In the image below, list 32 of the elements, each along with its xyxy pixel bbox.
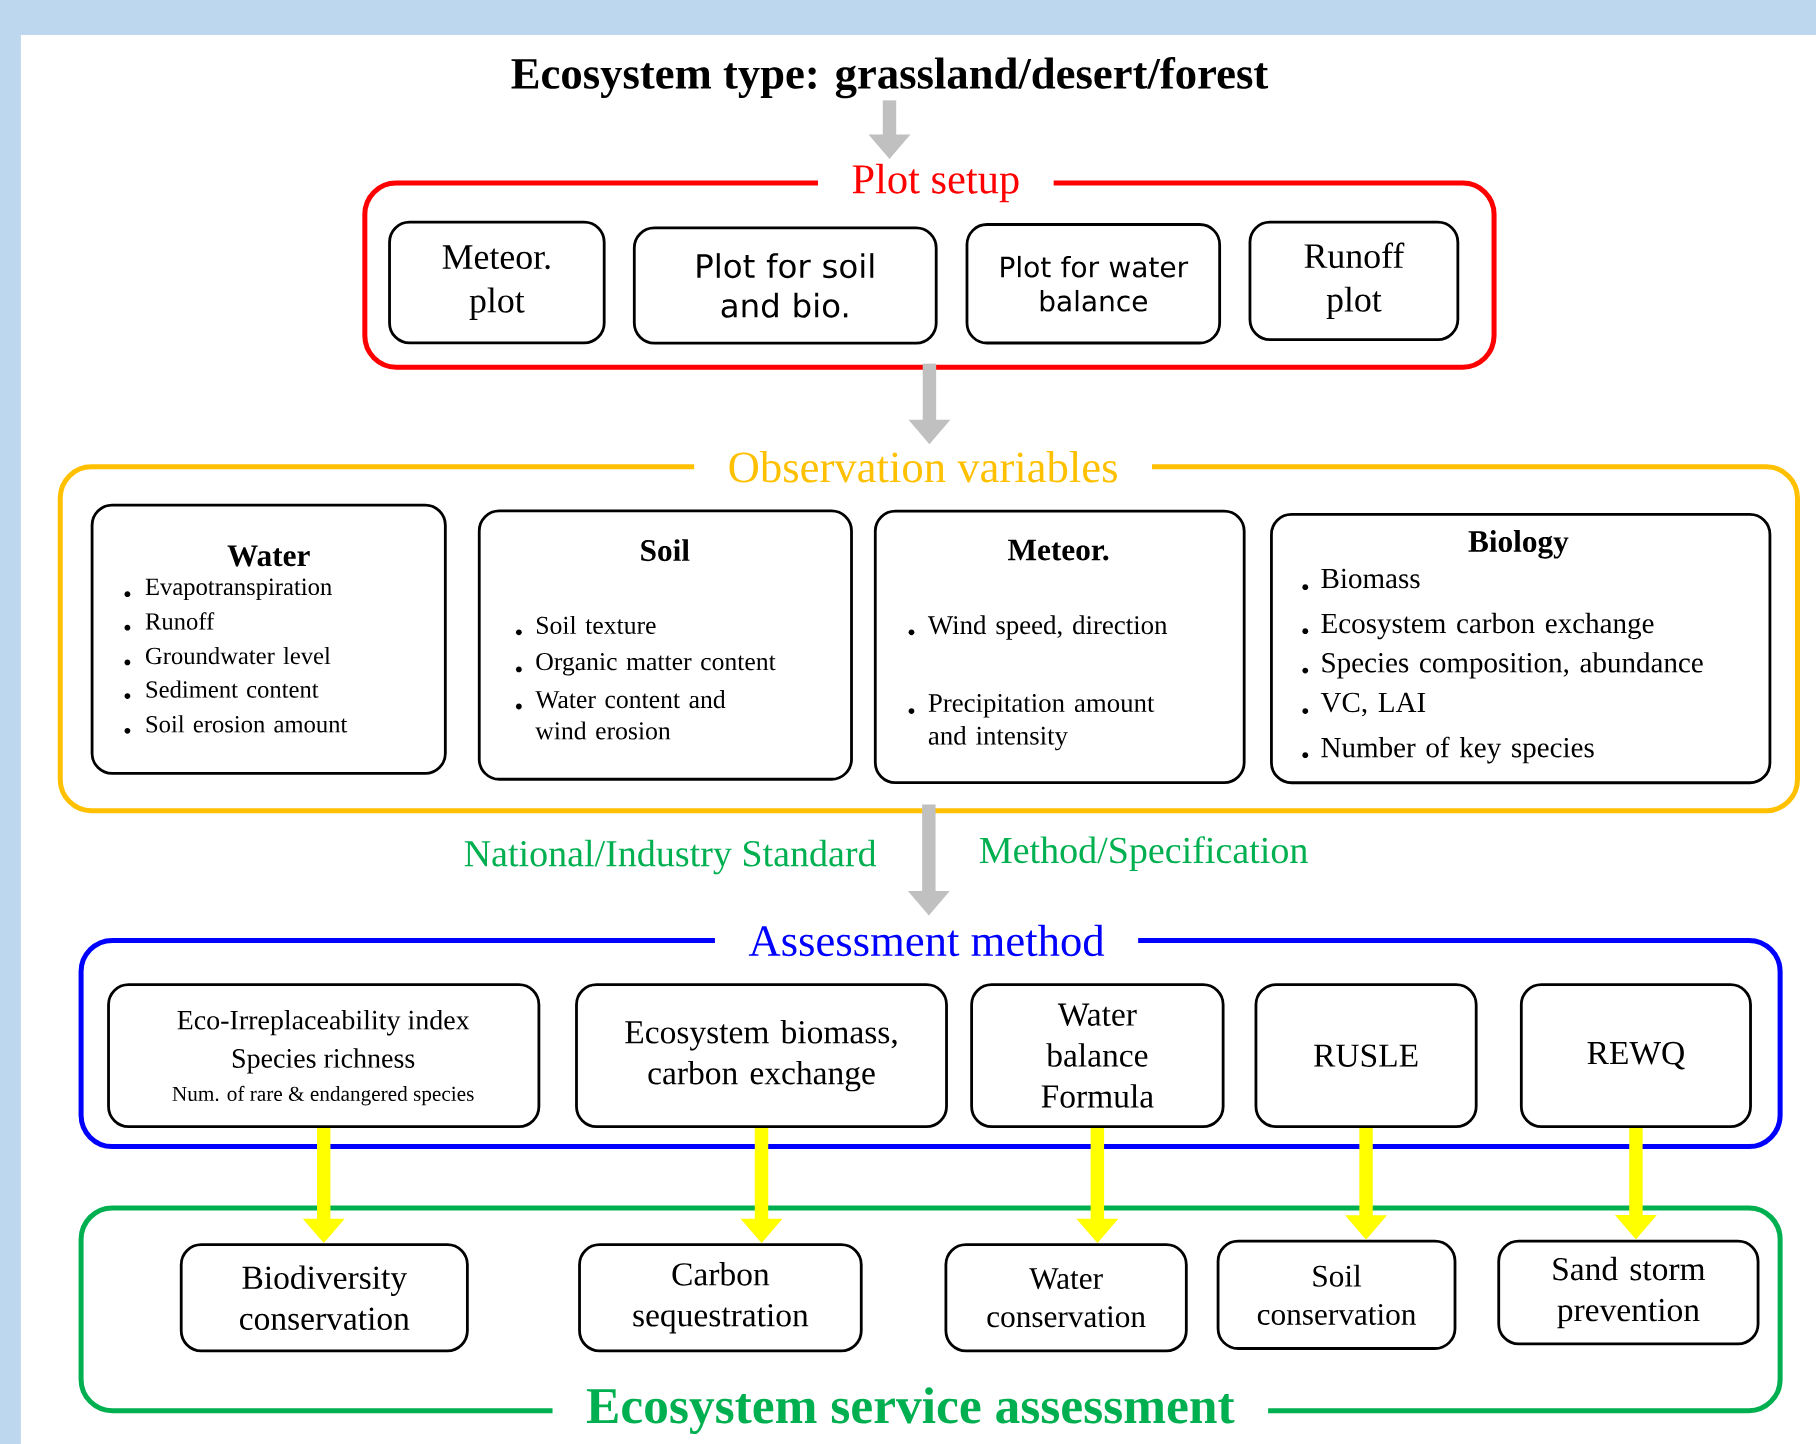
text-box: Sand storm prevention (1497, 1239, 1760, 1346)
bullet-item: Ecosystem carbon exchange (1302, 612, 1654, 640)
text-box: Carbon sequestration (578, 1243, 863, 1353)
bullet-item: Sediment content (124, 680, 319, 699)
bullet-item: Number of key species (1302, 736, 1594, 764)
text-box: Eco-Irreplaceability index Species richness Num. of rare & endangered species (107, 983, 541, 1128)
text-box: Water balance Formula (970, 983, 1225, 1128)
bullet-item: Evapotranspiration (124, 578, 332, 600)
text-box: Soil conservation (1216, 1239, 1457, 1350)
text-box: Meteor. plot (388, 220, 606, 345)
text-box: REWQ (1519, 983, 1752, 1128)
annotation-text: National/Industry Standard (464, 839, 877, 875)
bullet-item: Groundwater level (124, 646, 331, 666)
text-box: RUSLE (1254, 983, 1478, 1128)
bullet-item: Wind speed, direction (908, 615, 1168, 640)
bullet-item: Soil erosion amount (124, 715, 348, 734)
text-box: Plot for soil and bio. (632, 226, 938, 345)
bullet-item: Organic matter content (515, 652, 776, 676)
text-box: Runoff plot (1248, 220, 1460, 341)
text-box: Biodiversity conservation (179, 1243, 469, 1353)
text-box: Ecosystem biomass, carbon exchange (575, 983, 948, 1128)
bullet-item: VC, LAI (1302, 692, 1426, 717)
bullet-item: Biomass (1302, 568, 1420, 590)
text-box: Water conservation (944, 1243, 1188, 1353)
text-box: Plot for water balance (965, 223, 1222, 345)
annotation-text: Method/Specification (979, 836, 1308, 871)
bullet-item: Species composition, abundance (1302, 652, 1703, 679)
bullet-item: Soil texture (515, 615, 656, 636)
bullet-item: Runoff (124, 612, 215, 631)
title-text: Ecosystem type: grassland/desert/forest (511, 56, 1269, 99)
bullet-item: Water content and wind erosion (515, 690, 726, 740)
bullet-item: Precipitation amount and intensity (908, 693, 1155, 751)
